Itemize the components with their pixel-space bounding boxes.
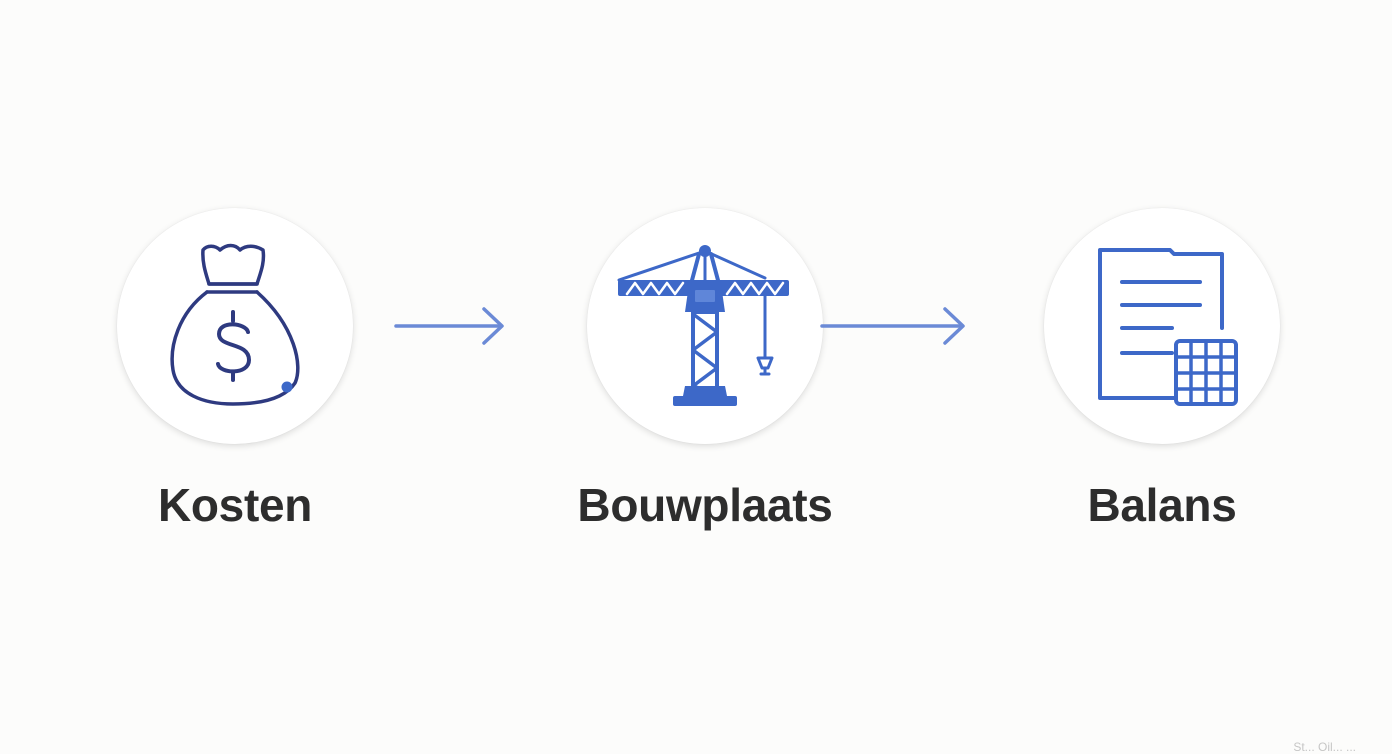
step-label: Balans [1087, 479, 1237, 531]
icon-circle [587, 208, 823, 444]
step-kosten: Kosten [117, 208, 353, 531]
icon-circle [117, 208, 353, 444]
icon-circle [1044, 208, 1280, 444]
step-label: Bouwplaats [577, 479, 833, 531]
step-bouwplaats: Bouwplaats [577, 208, 833, 531]
step-balans: Balans [1044, 208, 1280, 531]
arrow-right-icon [394, 307, 504, 345]
tower-crane-icon [617, 245, 789, 406]
balance-sheet-icon [1098, 248, 1238, 406]
arrow-right-icon [820, 307, 965, 345]
watermark-text: St... Oil... ... [1293, 740, 1356, 754]
money-bag-icon [170, 243, 300, 406]
step-label: Kosten [157, 479, 313, 531]
